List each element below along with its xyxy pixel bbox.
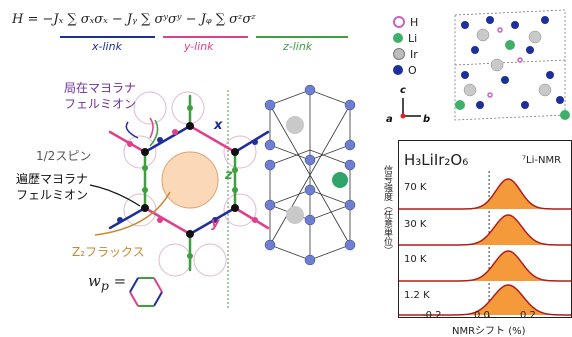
nmr-xlabel: NMRシフト (%) (452, 326, 526, 337)
x-link-label: x-link (92, 40, 122, 53)
temp-30k: 30 K (404, 219, 427, 230)
hamiltonian-equation: H = −Jₓ ∑ σₓσₓ − Jᵧ ∑ σʸσʸ − Jᵩ ∑ σᶻσᶻ (12, 12, 256, 27)
localized-majorana-label: 局在マヨラナ フェルミオン (64, 80, 136, 112)
temp-70k: 70 K (404, 182, 427, 193)
arrow-itinerant (89, 184, 141, 207)
nmr-peak-line-2 (399, 250, 571, 282)
legend-li: Li (393, 30, 418, 46)
xtick-neg0_2: -0.2 (422, 310, 442, 321)
wp-equals: = (113, 272, 127, 290)
y-link-underline (163, 36, 248, 38)
axis-y-label: y (211, 216, 220, 231)
nmr-formula: H₃LiIr₂O₆ (404, 151, 469, 169)
o-atom-icon (393, 65, 403, 75)
itinerant-majorana-label: 遍歴マヨラナ フェルミオン (16, 171, 88, 203)
localized-label-line2: フェルミオン (64, 97, 137, 111)
x-link-underline (60, 36, 155, 38)
legend-h: H (393, 14, 418, 30)
legend-h-label: H (410, 15, 419, 29)
nmr-peak-line-0 (399, 178, 571, 210)
nmr-peak-fill-1 (399, 215, 571, 245)
legend-o-label: O (408, 63, 417, 77)
z-link-label: z-link (283, 40, 313, 53)
nmr-tag: ⁷Li-NMR (522, 155, 562, 166)
honeycomb-bonds (108, 94, 270, 272)
axis-x-label: x (214, 118, 223, 133)
ir-atom-icon (393, 48, 405, 60)
nmr-peak-line-3 (399, 284, 571, 316)
xtick-0_0: 0.0 (474, 310, 490, 321)
wp-symbol: w (88, 272, 101, 290)
temp-10k: 10 K (404, 254, 427, 265)
z2-flux-plaquette (161, 151, 219, 209)
xtick-0_2: 0.2 (520, 310, 536, 321)
spin-half-label: 1/2スピン (36, 149, 92, 163)
li-atom-icon (393, 33, 403, 43)
wp-hexagon (129, 277, 163, 307)
hamiltonian-text: H = −Jₓ ∑ σₓσₓ − Jᵧ ∑ σʸσʸ − Jᵩ ∑ σᶻσᶻ (12, 12, 256, 27)
nmr-spectra (399, 171, 571, 317)
nmr-peak-fill-3 (399, 285, 571, 315)
legend-li-label: Li (408, 31, 418, 45)
nmr-ylabel: 信号強度（任意単位） (382, 165, 392, 255)
nmr-peak-fill-2 (399, 251, 571, 281)
crystal-axes (400, 98, 421, 119)
spin-circles (123, 91, 257, 277)
arrow-localized-blue (125, 121, 139, 139)
octahedra-cluster (264, 85, 356, 265)
temp-1_2k: 1.2 K (404, 290, 430, 301)
lattice-nodes (117, 105, 258, 259)
kitaev-lattice-diagram (89, 90, 270, 310)
z-link-underline (256, 36, 348, 38)
arrow-localized-pink (149, 117, 154, 139)
y-link-label: y-link (184, 40, 214, 53)
wp-subscript: p (100, 278, 109, 293)
legend-o: O (393, 62, 418, 78)
axis-a-label: a (386, 114, 393, 125)
arrow-localized-green (149, 119, 159, 147)
nmr-panel (398, 140, 572, 318)
arrow-flux (94, 191, 171, 236)
legend-ir: Ir (393, 46, 418, 62)
wp-label: wp = (88, 272, 126, 293)
axis-c-label: c (400, 85, 406, 96)
axis-b-label: b (423, 114, 431, 125)
h-atom-icon (393, 16, 405, 28)
legend-ir-label: Ir (410, 47, 418, 61)
localized-label-line1: 局在マヨラナ (64, 81, 137, 95)
itinerant-label-line2: フェルミオン (16, 188, 89, 202)
crystal-structure (454, 9, 570, 121)
axis-z-label: z (225, 168, 233, 183)
z2-flux-label: Z₂フラックス (72, 245, 145, 259)
itinerant-label-line1: 遍歴マヨラナ (16, 172, 89, 186)
crystal-legend: H Li Ir O (393, 14, 418, 78)
nmr-peak-line-1 (399, 214, 571, 246)
